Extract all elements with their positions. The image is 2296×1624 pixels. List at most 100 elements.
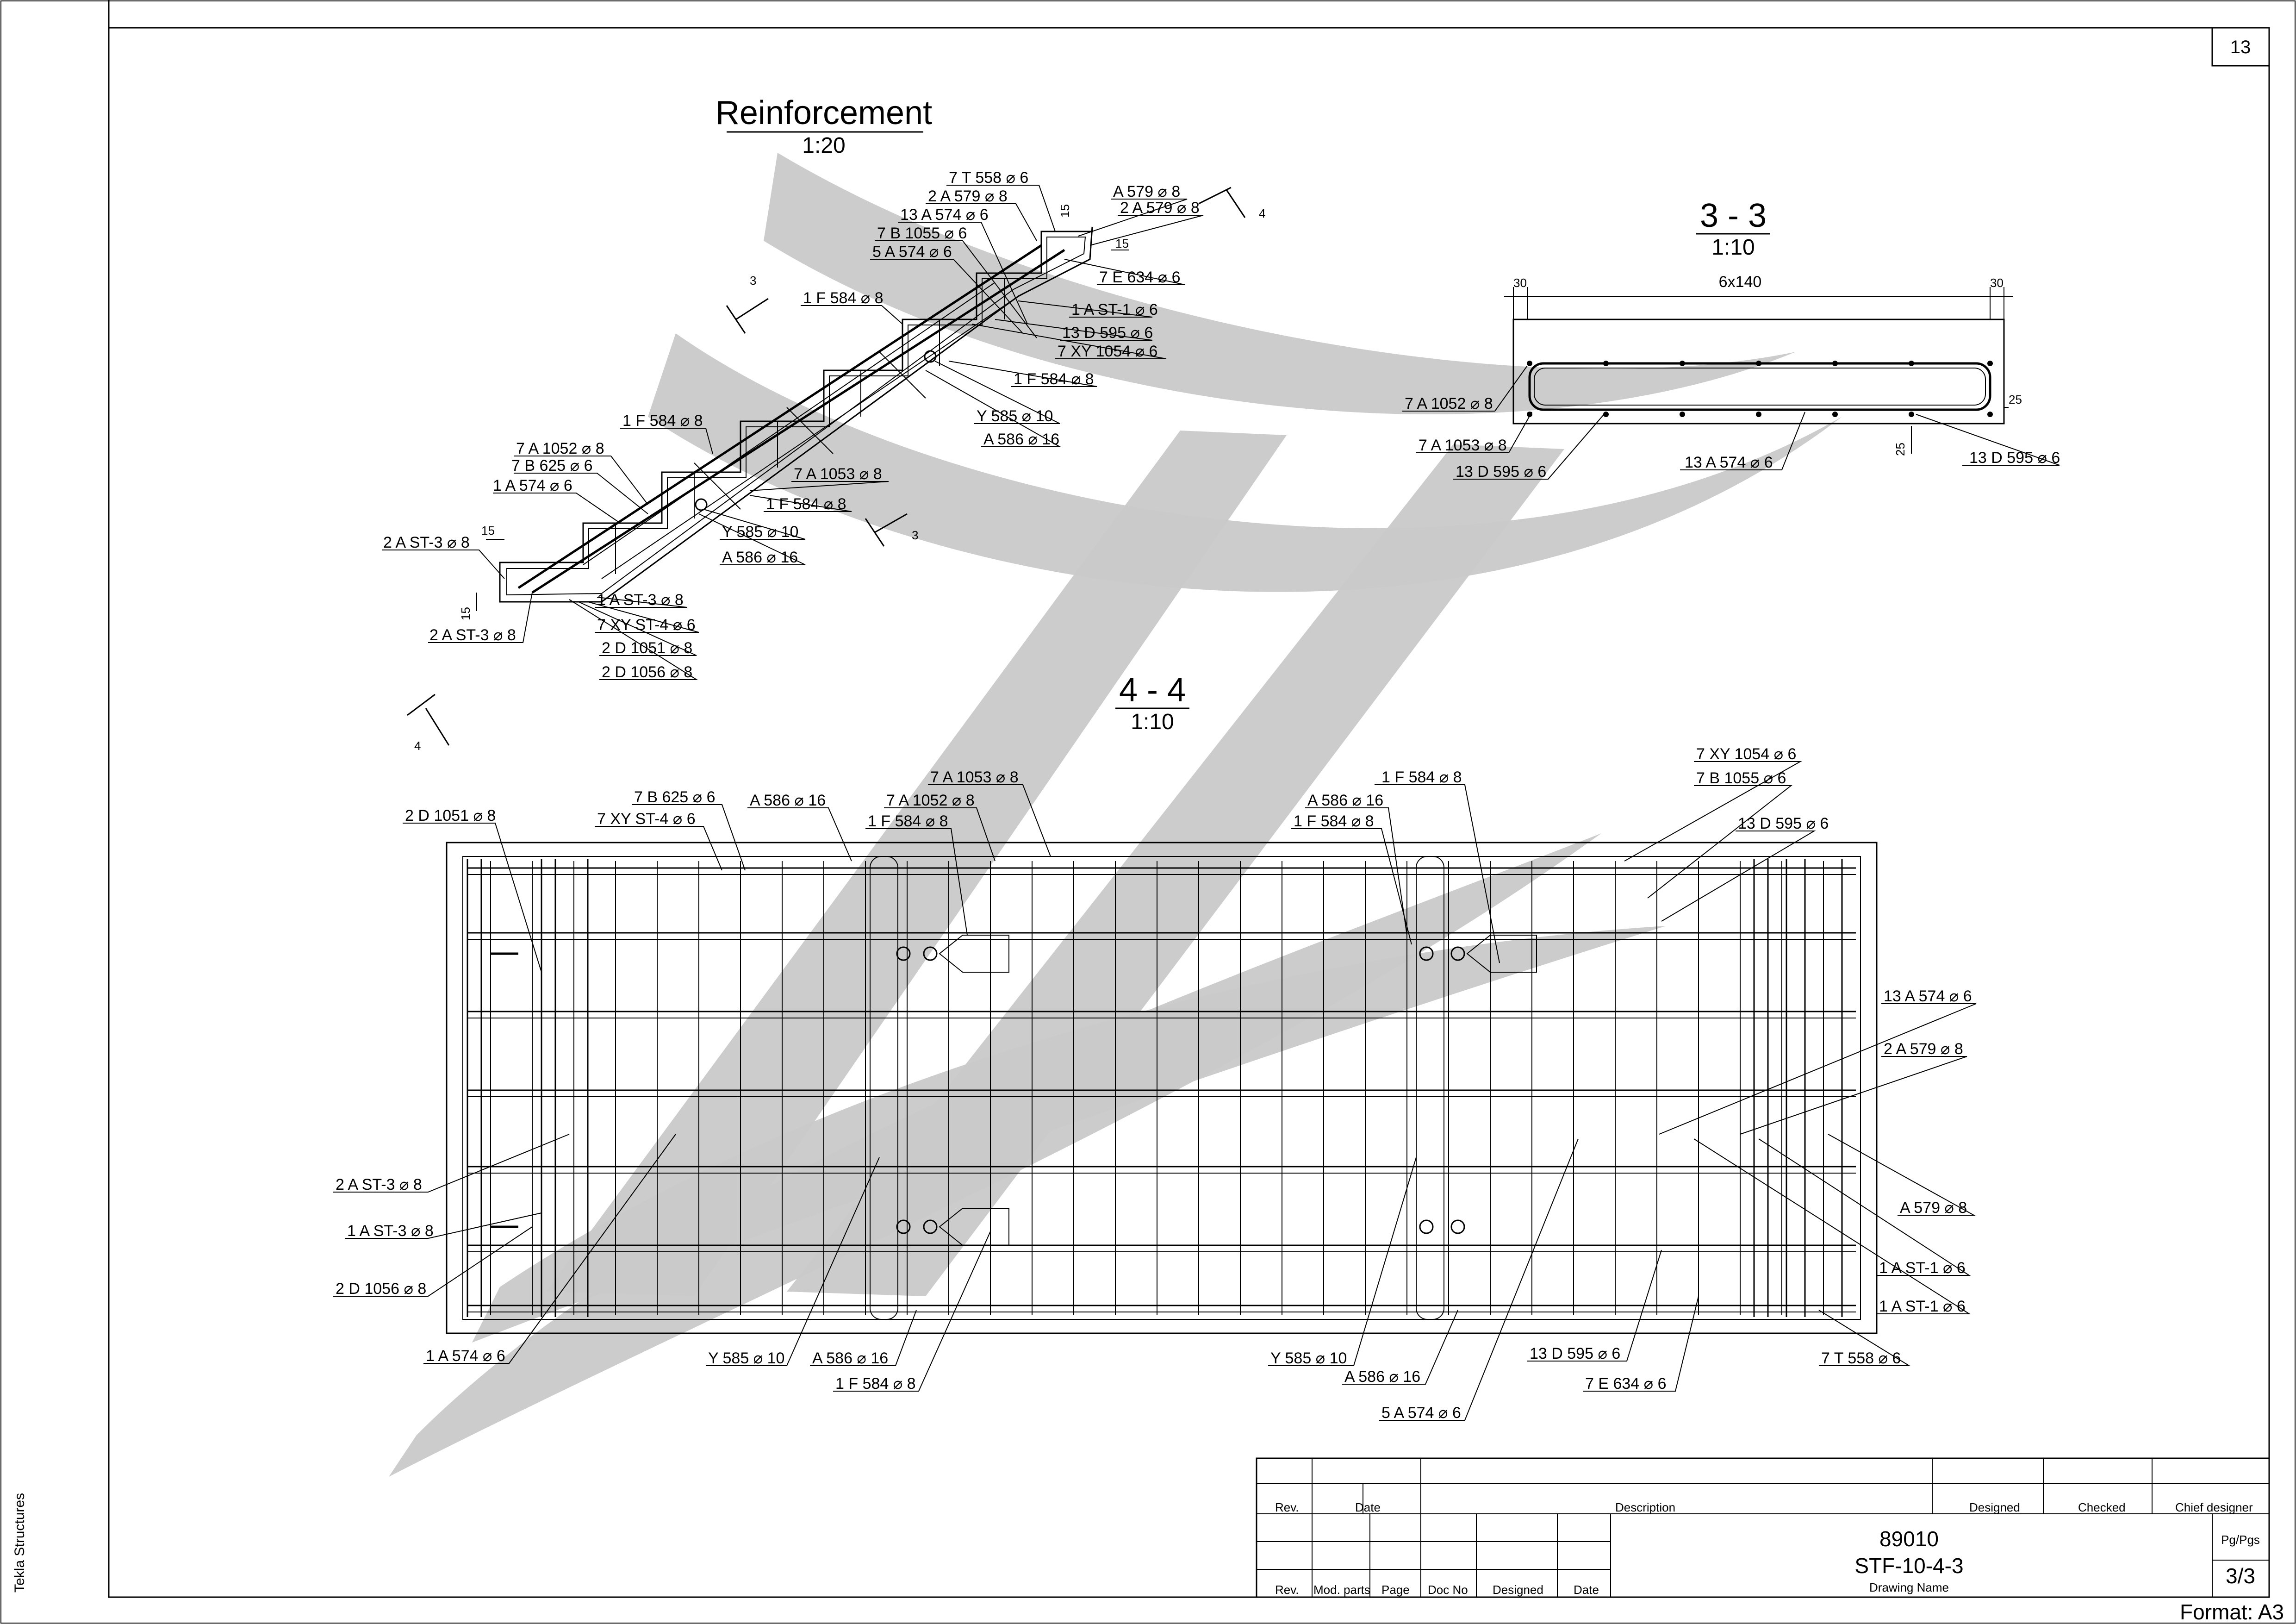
s44-label-t8: A 586 ⌀ 16 xyxy=(1307,792,1383,809)
stair-inner-outline xyxy=(506,237,1086,596)
inner-frame xyxy=(108,27,2270,1598)
section-33-dim-30-left: 30 xyxy=(1513,276,1527,290)
s44-label-r3: A 579 ⌀ 8 xyxy=(1900,1199,1967,1217)
main-dim-15a: 15 xyxy=(481,524,495,537)
s44-label-lf2: 1 A ST-3 ⌀ 8 xyxy=(347,1222,434,1240)
cut-mark-4-lower xyxy=(407,693,450,746)
section-44-leaders xyxy=(333,761,1977,1421)
main-label-25: 2 A ST-3 ⌀ 8 xyxy=(429,626,516,644)
main-label-17: 7 A 1052 ⌀ 8 xyxy=(516,440,604,457)
main-label-21: 1 F 584 ⌀ 8 xyxy=(766,495,846,513)
s44-label-lf3: 2 D 1056 ⌀ 8 xyxy=(336,1280,426,1298)
tb-checked: Checked xyxy=(2078,1500,2126,1514)
section-33-title: 3 - 3 xyxy=(1700,197,1767,234)
s44-label-t7: 1 F 584 ⌀ 8 xyxy=(868,812,948,830)
main-dim-15d: 15 xyxy=(1115,237,1129,250)
s44-label-t12: 7 B 1055 ⌀ 6 xyxy=(1696,769,1786,787)
section-33-rebar-dots xyxy=(1527,361,1993,417)
tb-rev2: Rev. xyxy=(1275,1583,1299,1597)
s44-label-t11: 7 XY 1054 ⌀ 6 xyxy=(1696,745,1796,763)
section-33-label-d: 13 A 574 ⌀ 6 xyxy=(1685,454,1773,471)
format-label: Format: A3 xyxy=(2180,1600,2284,1624)
section-44-anchors xyxy=(491,856,1537,1320)
main-label-28: 2 D 1051 ⌀ 8 xyxy=(602,639,692,657)
tb-pg-label: Pg/Pgs xyxy=(2221,1533,2260,1547)
section-33-stirrup-inner xyxy=(1534,368,1986,406)
main-label-14: Y 585 ⌀ 10 xyxy=(977,407,1053,425)
reinforcement-scale: 1:20 xyxy=(802,133,845,158)
main-label-1: 7 T 558 ⌀ 6 xyxy=(949,169,1028,187)
cut-mark-3-lower xyxy=(865,513,908,547)
section-44-rebar-grid xyxy=(467,859,1856,1317)
section-44-slab xyxy=(446,842,1878,1334)
main-leaders xyxy=(382,185,1204,680)
tb-designed2: Designed xyxy=(1493,1583,1543,1597)
title-block: Rev. Date Description Designed Checked C… xyxy=(1256,1457,2270,1598)
section-33-concrete xyxy=(1512,319,2005,425)
s44-label-t9: 1 F 584 ⌀ 8 xyxy=(1381,768,1462,786)
reinforcement-title: Reinforcement xyxy=(716,94,932,131)
s44-label-b8: A 586 ⌀ 16 xyxy=(812,1349,888,1367)
section-44-slab-inner xyxy=(462,856,1861,1320)
stair-rebar-3 xyxy=(583,282,1019,579)
s44-label-b4: 5 A 574 ⌀ 6 xyxy=(1381,1404,1461,1422)
section-3-3-view: 3 - 3 1:10 30 6x140 30 25 25 7 A 1052 ⌀ … xyxy=(1402,197,2060,481)
s44-label-b3: 13 D 595 ⌀ 6 xyxy=(1530,1345,1620,1362)
page-number: 13 xyxy=(2230,37,2251,57)
section-33-dim-25b: 25 xyxy=(1893,443,1907,456)
cut-mark-3-upper-label: 3 xyxy=(750,274,756,287)
cut-mark-4-upper-label: 4 xyxy=(1259,206,1265,220)
section-33-label-c: 13 D 595 ⌀ 6 xyxy=(1456,463,1546,481)
main-dim-15b: 15 xyxy=(459,607,473,620)
tb-project-no: 89010 xyxy=(1879,1527,1939,1551)
s44-label-lf1: 2 A ST-3 ⌀ 8 xyxy=(336,1176,422,1193)
s44-label-r2: 2 A 579 ⌀ 8 xyxy=(1884,1040,1963,1058)
s44-label-t4: A 586 ⌀ 16 xyxy=(750,792,826,809)
main-label-26: 1 A ST-3 ⌀ 8 xyxy=(597,591,684,609)
main-label-2: 2 A 579 ⌀ 8 xyxy=(928,187,1008,205)
cut-mark-4-upper xyxy=(1198,187,1246,218)
watermark-logo xyxy=(389,153,1842,1477)
tb-drawing-name: STF-10-4-3 xyxy=(1854,1554,1963,1578)
section-33-dim-25a: 25 xyxy=(2009,393,2022,406)
s44-label-t2: 7 XY ST-4 ⌀ 6 xyxy=(597,810,696,828)
s44-label-b7: 1 F 584 ⌀ 8 xyxy=(835,1375,916,1393)
main-label-23: A 586 ⌀ 16 xyxy=(722,549,798,566)
stair-anchor-2 xyxy=(924,350,937,363)
s44-label-b9: Y 585 ⌀ 10 xyxy=(708,1349,784,1367)
section-33-label-e: 13 D 595 ⌀ 6 xyxy=(1969,449,2060,467)
main-label-6: A 579 ⌀ 8 xyxy=(1113,183,1180,200)
page-number-box xyxy=(2211,27,2270,67)
s44-label-r5: 1 A ST-1 ⌀ 6 xyxy=(1879,1298,1966,1315)
tb-page: Page xyxy=(1381,1583,1410,1597)
main-label-16: 1 F 584 ⌀ 8 xyxy=(622,412,703,430)
s44-label-r4: 1 A ST-1 ⌀ 6 xyxy=(1879,1259,1966,1277)
s44-label-r1: 13 A 574 ⌀ 6 xyxy=(1884,987,1972,1005)
stair-rebar-1 xyxy=(517,244,1042,589)
cut-mark-3-lower-label: 3 xyxy=(912,528,918,542)
section-33-dim-30-right: 30 xyxy=(1990,276,2004,290)
s44-label-t5: 7 A 1053 ⌀ 8 xyxy=(930,768,1019,786)
section-33-label-a: 7 A 1052 ⌀ 8 xyxy=(1405,395,1493,412)
s44-label-b6: Y 585 ⌀ 10 xyxy=(1270,1349,1347,1367)
main-label-8: 7 E 634 ⌀ 6 xyxy=(1099,269,1180,286)
main-label-19: 1 A 574 ⌀ 6 xyxy=(493,477,572,494)
main-label-20: 7 A 1053 ⌀ 8 xyxy=(794,465,882,483)
main-label-9: 1 F 584 ⌀ 8 xyxy=(803,289,884,307)
s44-label-t10: 1 F 584 ⌀ 8 xyxy=(1294,812,1374,830)
main-label-7: 2 A 579 ⌀ 8 xyxy=(1120,199,1200,217)
main-label-22: Y 585 ⌀ 10 xyxy=(722,523,798,541)
main-dim-lines xyxy=(476,231,1129,611)
tb-description: Description xyxy=(1615,1500,1675,1514)
stair-anchor-1 xyxy=(695,498,708,511)
main-dim-15c: 15 xyxy=(1058,204,1072,218)
section-44-title: 4 - 4 xyxy=(1119,672,1186,709)
reinforcement-view: Reinforcement 1:20 7 T 558 ⌀ 6 2 A 579 ⌀… xyxy=(382,94,1265,753)
main-label-11: 13 D 595 ⌀ 6 xyxy=(1062,324,1153,342)
section-33-dim-line xyxy=(1504,287,2013,319)
section-33-scale: 1:10 xyxy=(1711,235,1755,260)
tb-doc-no: Doc No xyxy=(1428,1583,1468,1597)
tb-date2: Date xyxy=(1574,1583,1599,1597)
s44-label-t1: 7 B 625 ⌀ 6 xyxy=(634,788,715,806)
